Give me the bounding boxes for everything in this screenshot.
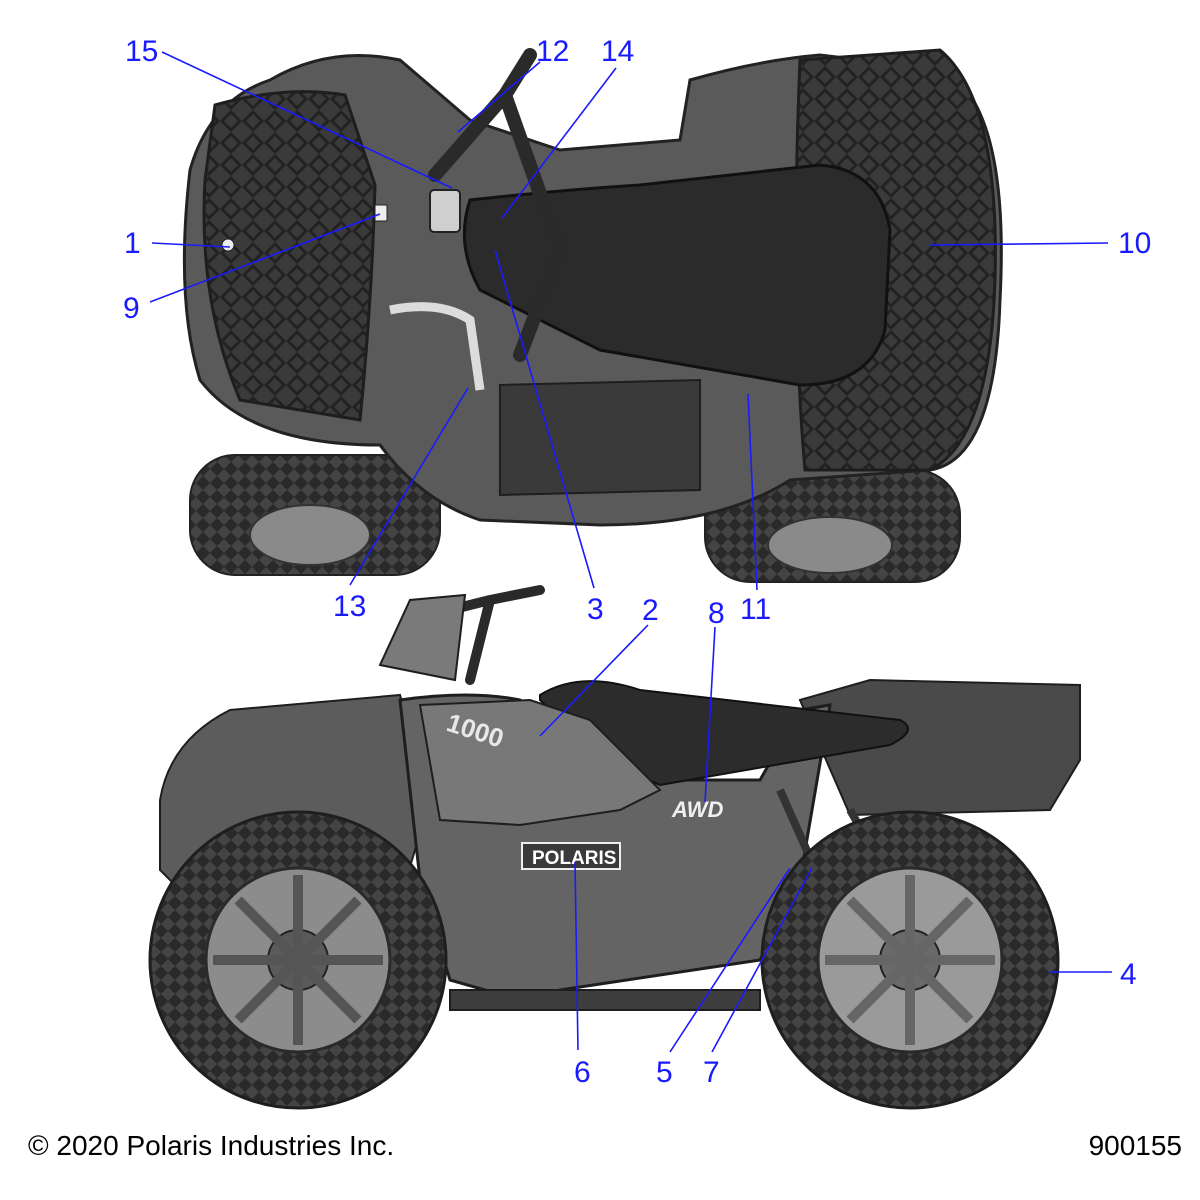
side-decal-top <box>389 302 485 391</box>
leader-6 <box>574 861 579 1051</box>
callout-13: 13 <box>333 590 366 623</box>
front-wheel-rim-top <box>249 504 371 566</box>
figure-number: 900155 <box>1088 1130 1182 1161</box>
leader-13 <box>349 387 469 586</box>
callout-10: 10 <box>1118 227 1151 260</box>
leader-14 <box>501 67 617 219</box>
footwell-top <box>499 378 701 497</box>
windshield-side <box>378 593 467 682</box>
leader-9 <box>149 213 381 303</box>
callout-3: 3 <box>587 593 604 626</box>
callout-15: 15 <box>125 35 158 68</box>
leader-11 <box>747 393 758 591</box>
atv-top-view <box>182 48 1003 583</box>
drive-decal-text: AWD <box>671 797 723 822</box>
callout-14: 14 <box>601 35 634 68</box>
front-rack-top <box>202 90 377 422</box>
callout-6: 6 <box>574 1056 591 1089</box>
rear-wheel-rim-top <box>767 516 893 574</box>
callout-9: 9 <box>123 292 140 325</box>
front-spokes-side <box>213 875 383 1045</box>
leader-15 <box>161 51 453 189</box>
callout-8: 8 <box>708 597 725 630</box>
callout-2: 2 <box>642 594 659 627</box>
small-decal-9 <box>374 204 388 222</box>
leader-1 <box>151 242 231 248</box>
leader-7 <box>711 867 813 1053</box>
leader-5 <box>669 867 791 1053</box>
floorboard-side <box>449 989 761 1011</box>
callout-11: 11 <box>740 593 771 626</box>
callout-7: 7 <box>703 1056 720 1089</box>
brand-decal-text: POLARIS <box>532 848 616 869</box>
leader-8 <box>704 626 716 803</box>
leader-12 <box>457 61 541 133</box>
rear-spokes-side <box>825 875 995 1045</box>
callout-4: 4 <box>1120 958 1137 991</box>
copyright-notice: © 2020 Polaris Industries Inc. <box>28 1130 395 1161</box>
leader-3 <box>494 249 595 589</box>
brand-decal-plate <box>521 842 621 870</box>
display-top <box>429 189 461 233</box>
callout-labels: 1 2 3 4 5 6 7 8 9 10 11 12 13 14 15 <box>123 35 1151 1089</box>
seat-top <box>462 163 892 387</box>
leader-lines <box>149 51 1112 1053</box>
leader-10 <box>929 242 1109 246</box>
small-decal-1 <box>221 238 235 252</box>
front-fairing-side <box>418 698 662 827</box>
callout-5: 5 <box>656 1056 673 1089</box>
callout-12: 12 <box>536 35 569 68</box>
leader-2 <box>539 624 649 737</box>
atv-side-view: 1000 AWD POLARIS <box>148 585 1081 1110</box>
callout-1: 1 <box>124 227 141 260</box>
